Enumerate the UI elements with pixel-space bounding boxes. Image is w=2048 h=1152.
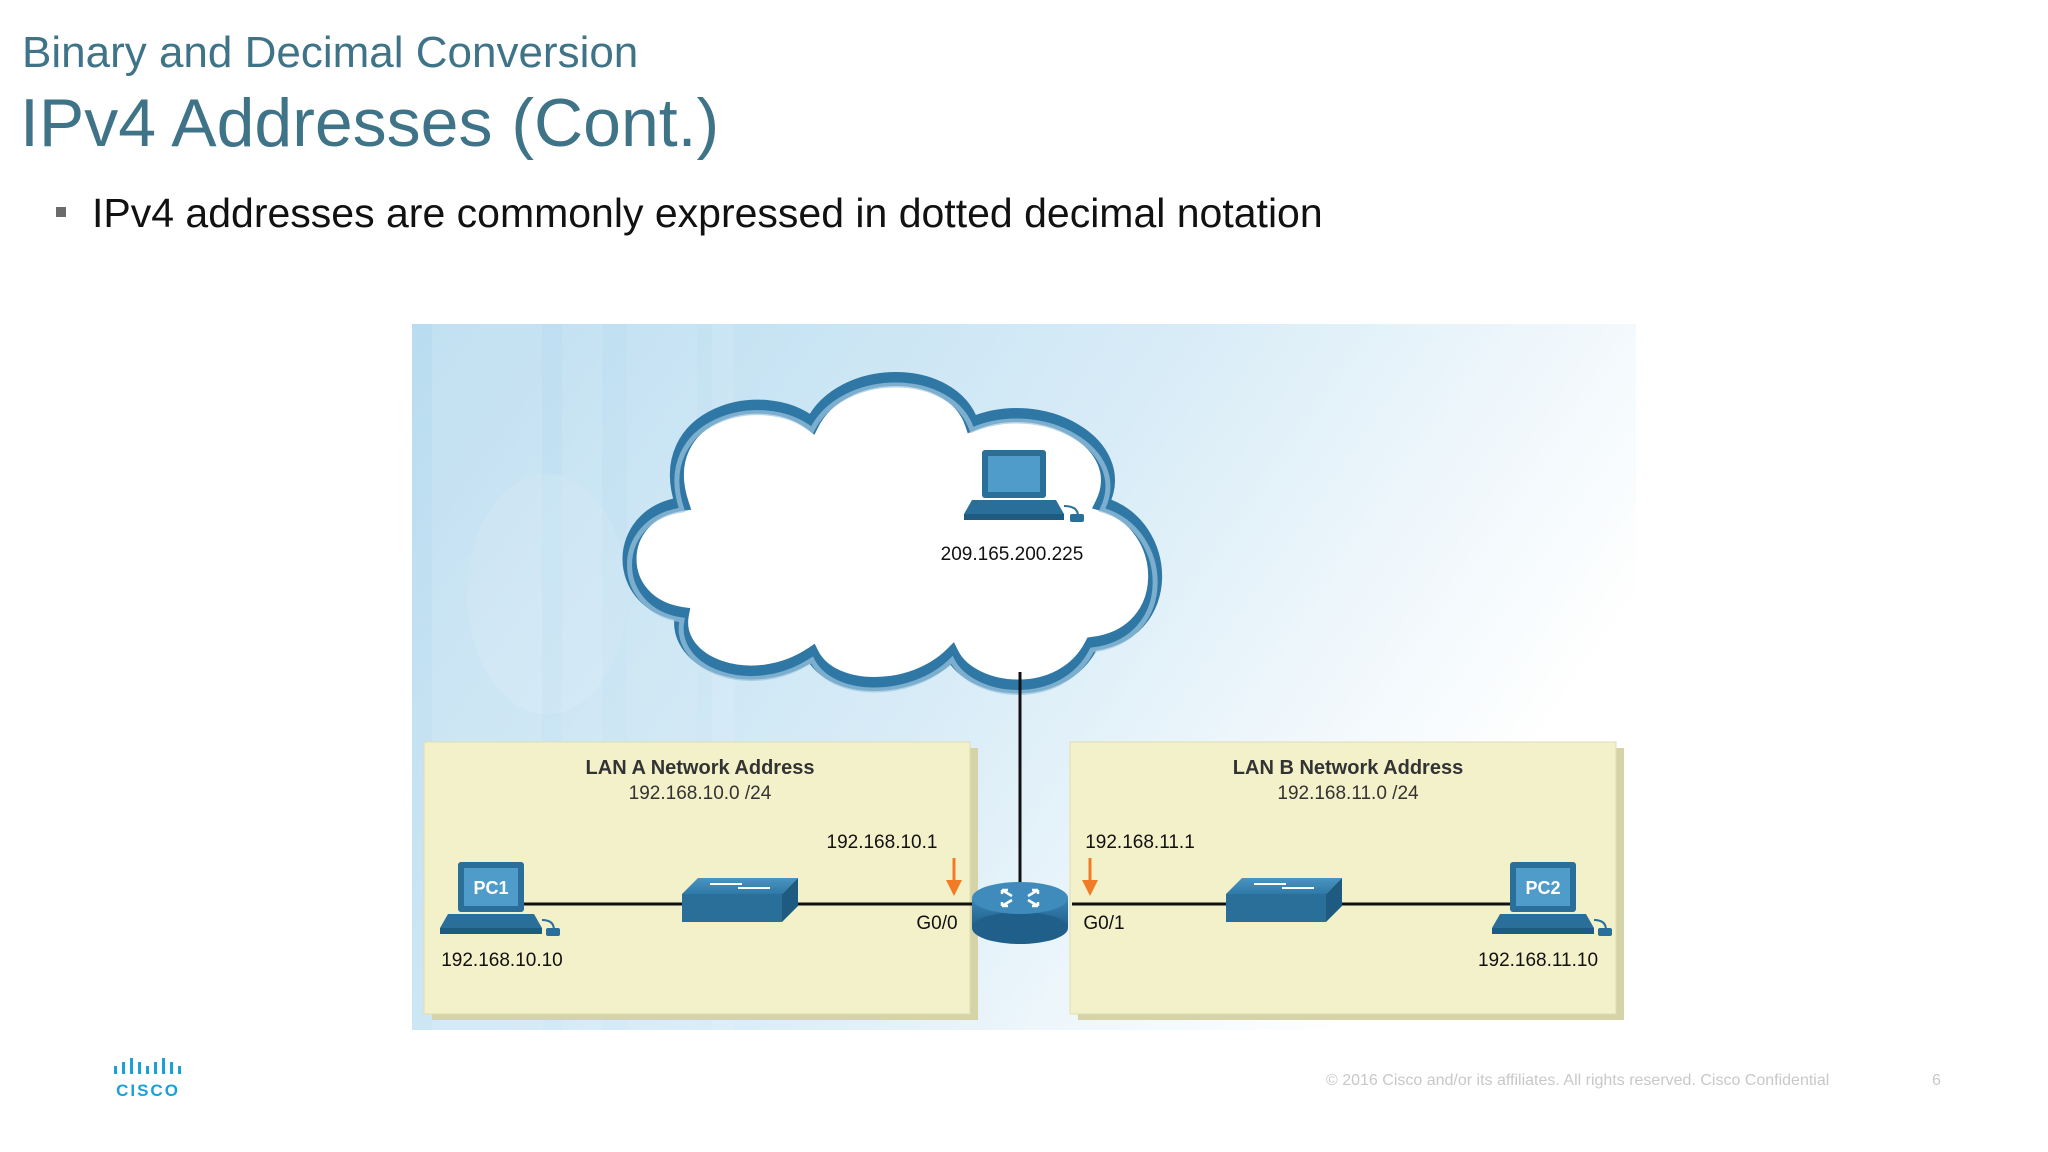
slide-title: IPv4 Addresses (Cont.) xyxy=(20,85,720,161)
lan-b-gateway-arrow-icon xyxy=(1082,858,1098,896)
network-diagram: 209.165.200.225 LAN A Network Address 19… xyxy=(412,324,1636,1030)
lan-a-gateway-ip: 192.168.10.1 xyxy=(827,832,938,853)
pc1-ip: 192.168.10.10 xyxy=(441,950,563,971)
router-interface-g0-0: G0/0 xyxy=(916,913,957,934)
bullet-square-icon xyxy=(56,207,66,218)
internet-cloud xyxy=(622,372,1163,695)
lan-b-title: LAN B Network Address xyxy=(1233,757,1463,779)
router-interface-g0-1: G0/1 xyxy=(1083,913,1124,934)
internet-host-ip: 209.165.200.225 xyxy=(941,544,1084,565)
lan-a-title: LAN A Network Address xyxy=(586,757,815,779)
router-icon xyxy=(972,882,1068,944)
pc1-label: PC1 xyxy=(473,878,508,898)
pc2-ip: 192.168.11.10 xyxy=(1478,950,1598,971)
slide-subtitle: Binary and Decimal Conversion xyxy=(22,28,639,77)
pc1-icon xyxy=(440,862,560,936)
lan-b-network: 192.168.11.0 /24 xyxy=(1277,783,1419,804)
bullet-text: IPv4 addresses are commonly expressed in… xyxy=(92,190,1323,236)
cisco-logo-text: CISCO xyxy=(116,1081,180,1100)
footer-copyright: © 2016 Cisco and/or its affiliates. All … xyxy=(1326,1072,1830,1089)
bullet-item: IPv4 addresses are commonly expressed in… xyxy=(56,190,1323,237)
switch-b-icon xyxy=(1226,878,1342,922)
cisco-logo: CISCO xyxy=(114,1058,181,1100)
pc2-icon xyxy=(1492,862,1612,936)
lan-a-network: 192.168.10.0 /24 xyxy=(629,783,772,804)
pc2-label: PC2 xyxy=(1525,878,1560,898)
internet-host-icon xyxy=(964,450,1084,522)
lan-b-gateway-ip: 192.168.11.1 xyxy=(1085,832,1195,853)
switch-a-icon xyxy=(682,878,798,922)
page-number: 6 xyxy=(1932,1072,1941,1089)
lan-a-gateway-arrow-icon xyxy=(946,858,962,896)
